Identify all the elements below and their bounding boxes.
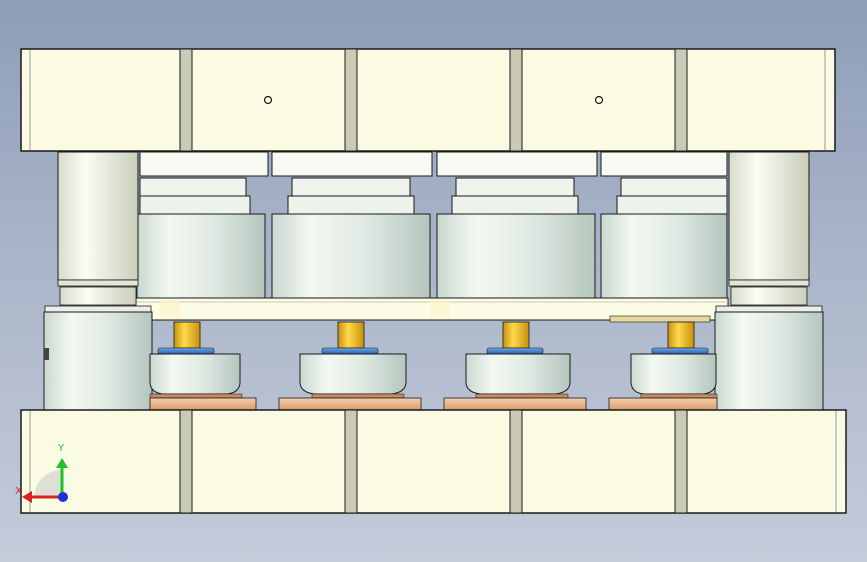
stripper-plate[interactable] <box>135 297 729 323</box>
upper-plate-slots <box>179 48 688 152</box>
upper-plate[interactable] <box>20 48 836 152</box>
upper-cylinder-stacks[interactable] <box>136 151 728 299</box>
guide-post-right[interactable] <box>714 151 824 411</box>
upper-plate-hole-left <box>263 95 273 105</box>
lower-cylinders[interactable] <box>149 353 717 395</box>
axis-x-label: X <box>15 486 22 497</box>
base-pads <box>149 393 718 411</box>
axis-triad <box>22 458 68 503</box>
pistons[interactable] <box>173 321 695 349</box>
axis-y-label: Y <box>58 443 65 454</box>
lower-plate-slots <box>179 409 688 514</box>
piston-seals <box>157 347 709 355</box>
lower-plate[interactable] <box>20 409 847 514</box>
guide-post-left[interactable] <box>43 151 153 411</box>
upper-plate-hole-right <box>594 95 604 105</box>
